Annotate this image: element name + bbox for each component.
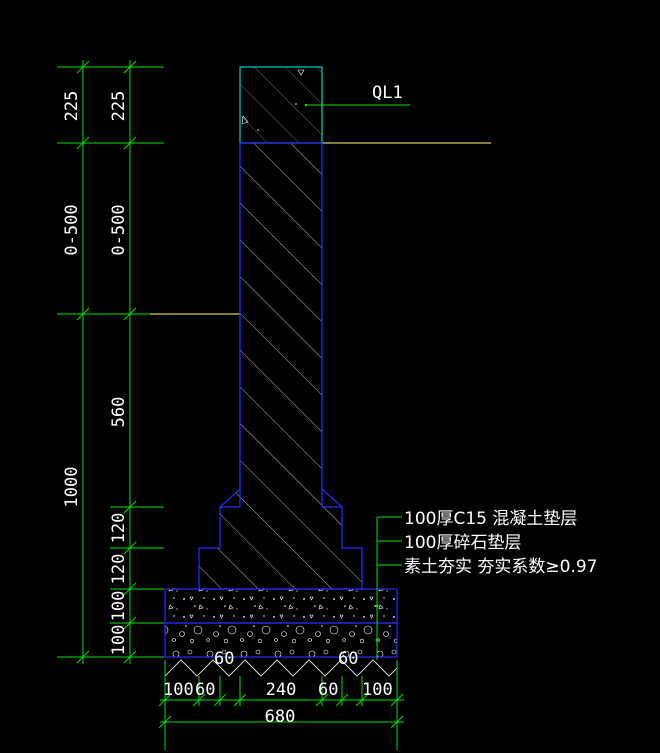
foundation-wall	[198, 142, 363, 590]
dim-bottom-total-680: 680	[265, 707, 296, 727]
dim-bottom-100-left: 100	[163, 680, 194, 700]
dim-bottom-240: 240	[266, 680, 297, 700]
dim-inner-560: 560	[109, 397, 129, 428]
dim-outer-1000: 1000	[62, 467, 82, 508]
dim-inner-100-a: 100	[109, 591, 129, 622]
dim-inner-100-b: 100	[109, 625, 129, 656]
compacted-soil-hatch	[164, 659, 398, 677]
dim-outer-225: 225	[62, 91, 82, 122]
notes-leader	[375, 516, 402, 660]
dim-inner-0-500: 0-500	[109, 204, 129, 255]
dim-bottom-60-right: 60	[318, 680, 338, 700]
note-concrete-cushion: 100厚C15 混凝土垫层	[404, 509, 577, 529]
dim-outer-0-500: 0-500	[62, 204, 82, 255]
concrete-cushion-layer	[164, 588, 398, 624]
step-label-right: 60	[338, 649, 358, 669]
vertical-dimension-inner	[110, 60, 164, 664]
dim-bottom-60-left: 60	[195, 680, 215, 700]
horizontal-dimension	[158, 660, 404, 750]
dim-inner-120-b: 120	[109, 554, 129, 585]
beam-label: QL1	[372, 83, 403, 103]
note-gravel-cushion: 100厚碎石垫层	[404, 533, 521, 553]
vertical-dimension-outer	[57, 60, 164, 664]
dim-bottom-100-right: 100	[362, 680, 393, 700]
dim-inner-225: 225	[109, 91, 129, 122]
step-label-left: 60	[214, 649, 234, 669]
gravel-cushion-layer	[164, 622, 398, 658]
dim-inner-120-a: 120	[109, 513, 129, 544]
note-compacted-soil: 素土夯实 夯实系数≥0.97	[404, 557, 598, 577]
ring-beam-ql1	[239, 66, 410, 144]
